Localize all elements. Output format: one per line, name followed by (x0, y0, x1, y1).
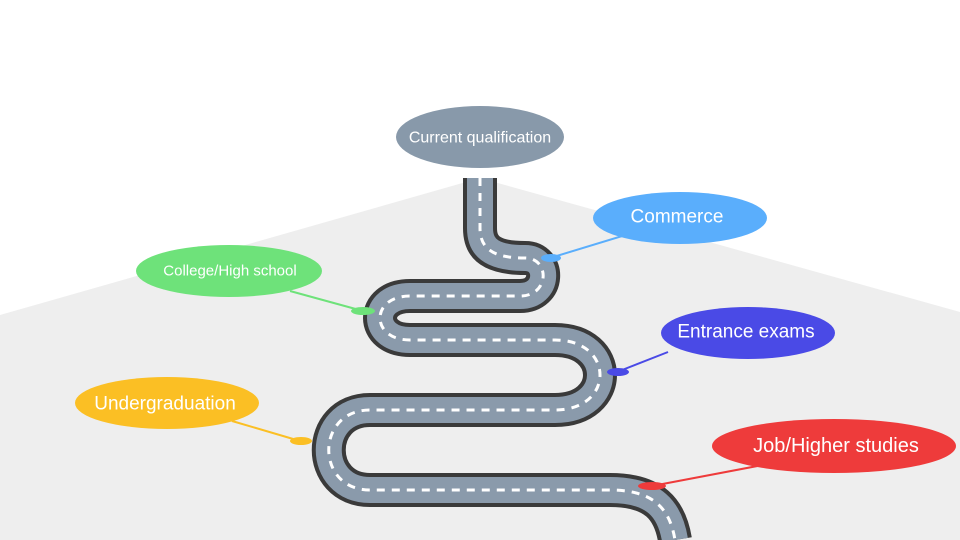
milestone-college-high-school: College/High school (136, 245, 375, 315)
start-node: Current qualification (396, 106, 564, 168)
job-label: Job/Higher studies (753, 435, 919, 457)
college-connector (289, 290, 364, 312)
college-label: College/High school (163, 263, 296, 280)
job-marker (638, 482, 666, 490)
entrance-connector (616, 351, 669, 373)
job-connector (651, 463, 769, 487)
milestone-undergraduation: Undergraduation (75, 377, 312, 445)
undergraduation-label: Undergraduation (94, 394, 236, 415)
commerce-marker (541, 254, 561, 262)
milestone-entrance-exams: Entrance exams (607, 307, 835, 376)
start-label: Current qualification (409, 130, 551, 147)
undergraduation-marker (290, 437, 312, 445)
college-marker (351, 307, 375, 315)
commerce-label: Commerce (631, 207, 724, 228)
milestone-commerce: Commerce (541, 192, 767, 262)
start-bubble (396, 106, 564, 168)
undergraduation-connector (231, 420, 301, 442)
undergraduation-bubble (75, 377, 259, 429)
entrance-bubble (661, 307, 835, 359)
college-bubble (136, 245, 322, 297)
entrance-marker (607, 368, 629, 376)
commerce-bubble (593, 192, 767, 244)
entrance-label: Entrance exams (677, 322, 814, 343)
job-bubble (712, 419, 956, 473)
milestone-job-higher-studies: Job/Higher studies (638, 419, 956, 490)
winding-road (311, 178, 692, 540)
